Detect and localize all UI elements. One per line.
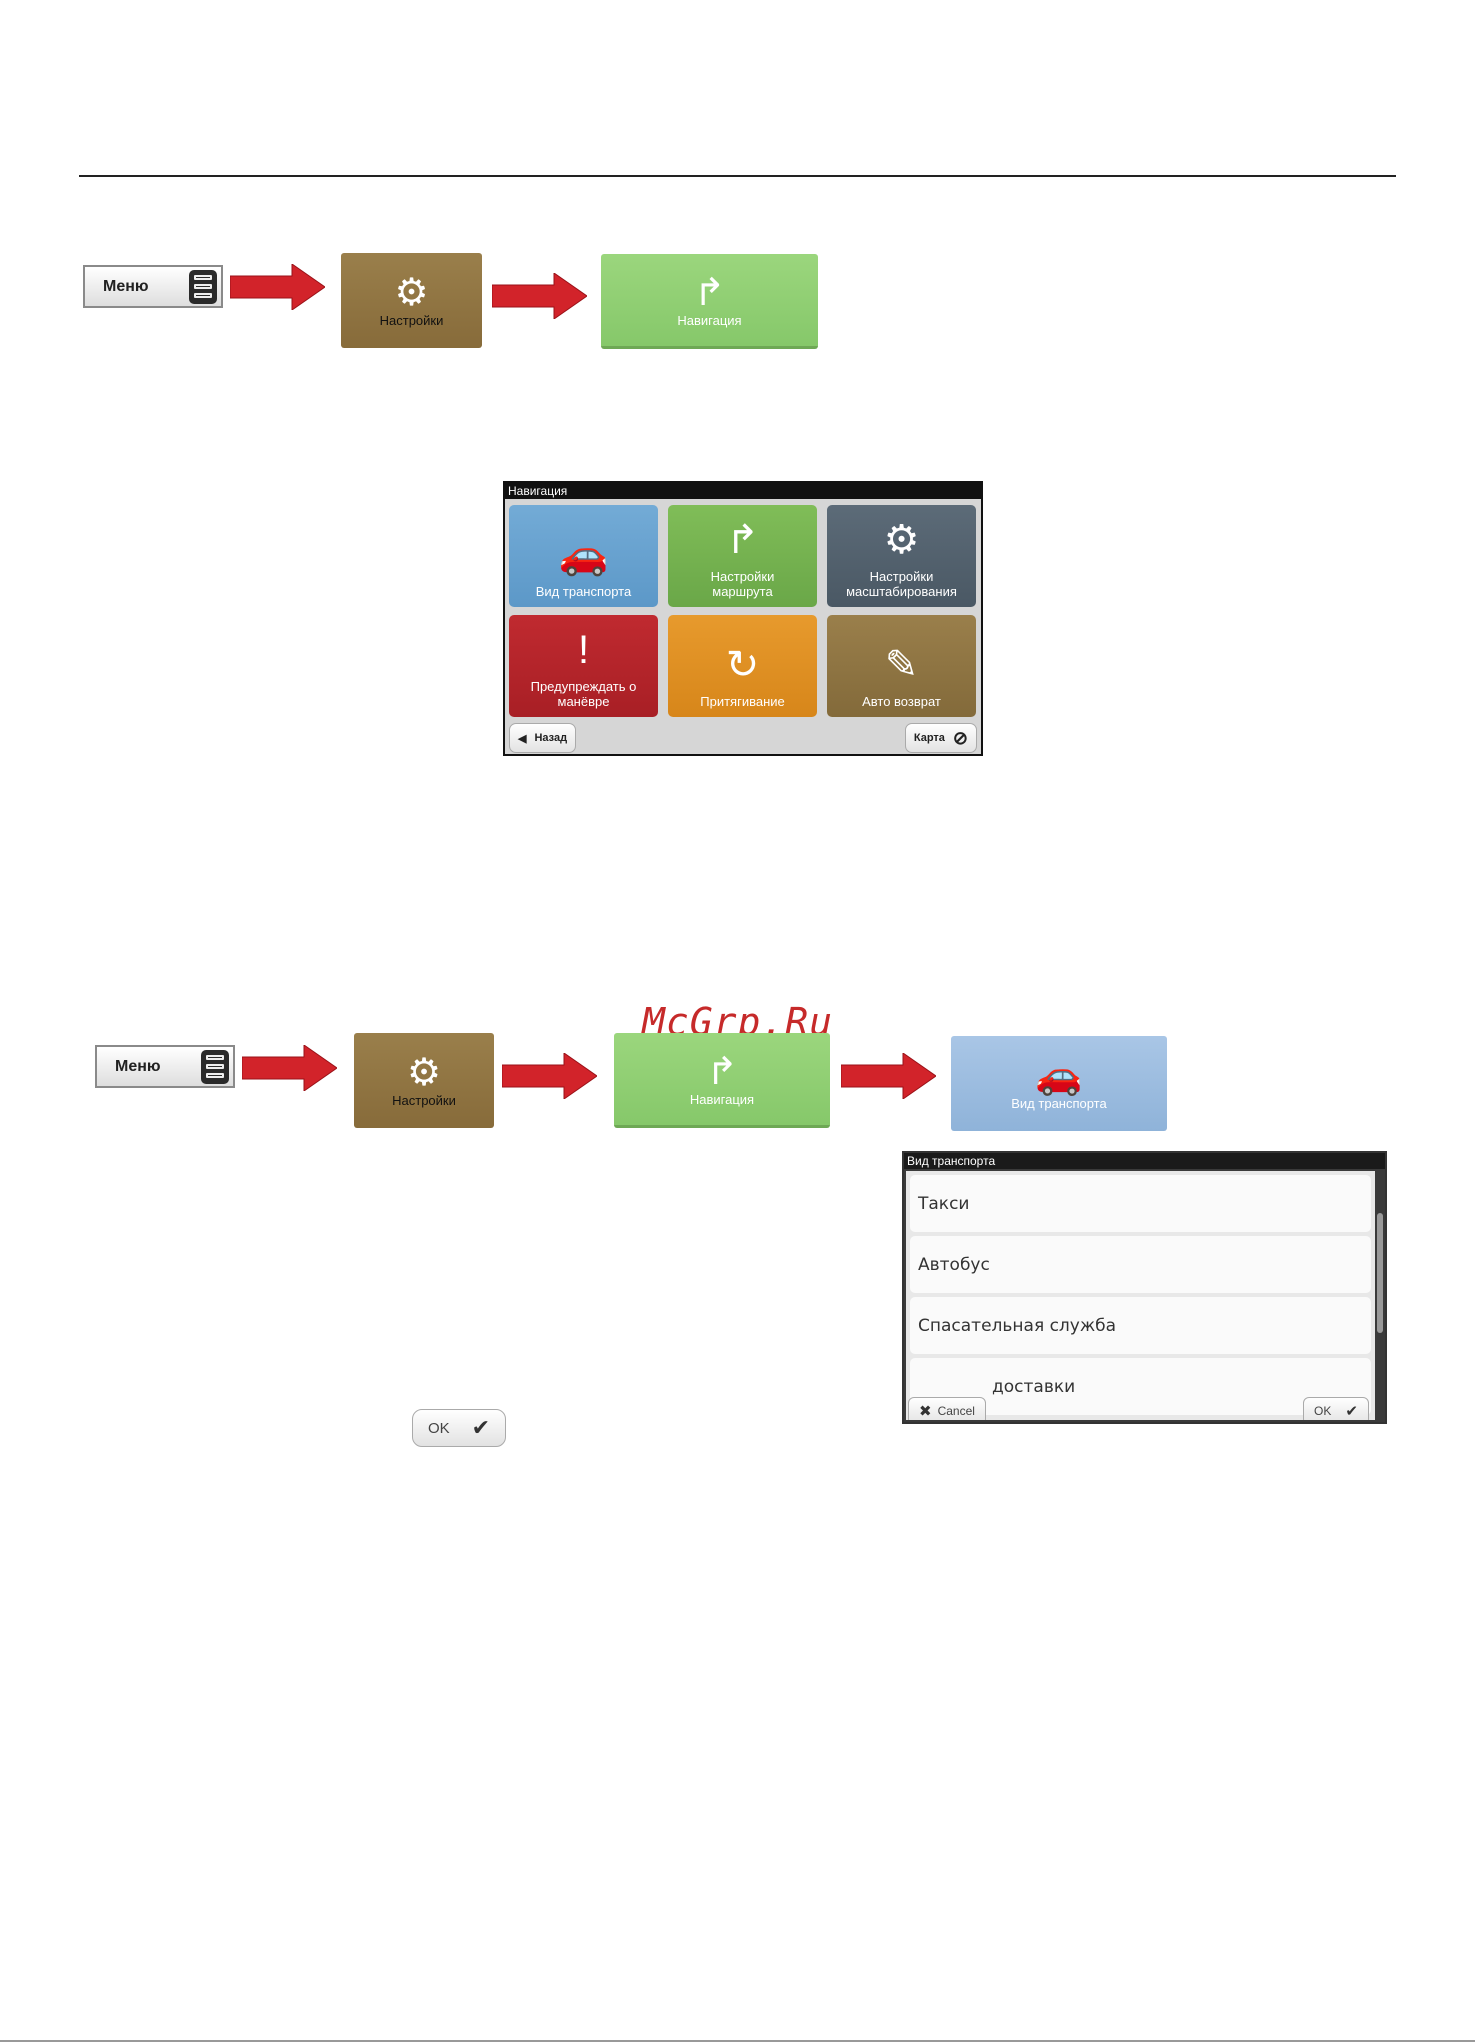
menu-button[interactable]: Меню [83, 265, 223, 308]
tile-auto-return[interactable]: ✎ Авто возврат [827, 615, 976, 717]
map-icon: ⊘ [952, 727, 968, 748]
navigation-tile-label: Навигация [677, 312, 742, 328]
back-button[interactable]: ◀ Назад [509, 723, 577, 753]
arrow-right-icon [492, 273, 587, 319]
navigation-tile[interactable]: ↱ Навигация [601, 254, 818, 349]
list-icon [201, 1049, 229, 1084]
menu-button-label: Меню [115, 1057, 161, 1075]
tile-label: Вид транспорта [535, 584, 632, 599]
window-title: Вид транспорта [904, 1153, 1385, 1169]
chevron-left-icon: ◀ [518, 732, 527, 745]
list-item-label: доставки [992, 1376, 1076, 1397]
navigation-tile-label: Навигация [689, 1091, 755, 1107]
menu-button[interactable]: Меню [95, 1045, 235, 1088]
tile-zoom-settings[interactable]: ⚙ Настройки масштабирования [827, 505, 976, 607]
zoom-settings-icon: ⚙ [883, 518, 920, 562]
transport-list[interactable]: Такси Автобус Спасательная служба достав… [906, 1171, 1375, 1420]
transport-type-window: Вид транспорта Такси Автобус Спасательна… [902, 1151, 1387, 1424]
car-icon: 🚗 [1035, 1055, 1083, 1097]
tile-snap[interactable]: ↻ Притягивание [668, 615, 817, 717]
snap-icon: ↻ [725, 643, 760, 687]
settings-tile[interactable]: ⚙ Настройки [354, 1033, 494, 1128]
gear-icon: ⚙ [406, 1052, 442, 1094]
auto-return-icon: ✎ [884, 643, 919, 687]
ok-button[interactable]: OK ✔ [412, 1409, 506, 1447]
close-icon: ✖ [919, 1403, 932, 1420]
map-button[interactable]: Карта ⊘ [904, 723, 977, 753]
car-icon: 🚗 [558, 533, 609, 577]
tile-label: Предупреждать о манёвре [530, 679, 637, 709]
transport-type-tile[interactable]: 🚗 Вид транспорта [951, 1036, 1167, 1131]
settings-tile-label: Настройки [379, 313, 444, 328]
tile-maneuver-warning[interactable]: ! Предупреждать о манёвре [509, 615, 658, 717]
tile-route-settings[interactable]: ↱ Настройки маршрута [668, 505, 817, 607]
settings-tile-label: Настройки [392, 1093, 456, 1108]
back-label: Назад [534, 732, 568, 744]
arrow-right-icon [230, 264, 325, 310]
gear-icon: ⚙ [394, 272, 429, 314]
tile-label: Авто возврат [862, 694, 941, 709]
route-settings-icon: ↱ [725, 518, 760, 562]
window-title: Навигация [505, 483, 981, 499]
arrow-right-icon [242, 1045, 337, 1091]
maneuver-warning-icon: ! [577, 628, 590, 672]
settings-tile[interactable]: ⚙ Настройки [341, 253, 482, 348]
tile-transport-type[interactable]: 🚗 Вид транспорта [509, 505, 658, 607]
cancel-button[interactable]: ✖ Cancel [908, 1397, 986, 1420]
list-icon [189, 269, 217, 304]
tile-label: Притягивание [700, 694, 785, 709]
list-item[interactable]: Спасательная служба [910, 1297, 1371, 1354]
navigation-window: Навигация 🚗 Вид транспорта ↱ Настройки м… [503, 481, 983, 756]
cancel-label: Cancel [937, 1404, 975, 1418]
menu-button-label: Меню [103, 277, 149, 295]
list-item[interactable]: Автобус [910, 1236, 1371, 1293]
tile-label: Настройки масштабирования [846, 569, 957, 599]
map-label: Карта [913, 732, 945, 744]
transport-tile-label: Вид транспорта [1011, 1096, 1107, 1111]
ok-button[interactable]: OK ✔ [1303, 1397, 1369, 1420]
list-item[interactable]: доставки [910, 1358, 1371, 1415]
arrow-right-icon [841, 1053, 936, 1099]
checkmark-icon: ✔ [471, 1415, 491, 1440]
arrow-right-icon [502, 1053, 597, 1099]
bottom-rule [0, 2040, 1475, 2042]
ok-label: OK [427, 1419, 450, 1437]
tile-label: Настройки маршрута [710, 569, 775, 599]
navigation-tile[interactable]: ↱ Навигация [614, 1033, 830, 1128]
top-rule [79, 175, 1396, 177]
route-icon: ↱ [706, 1050, 738, 1093]
ok-label: OK [1314, 1404, 1332, 1418]
checkmark-icon: ✔ [1345, 1403, 1358, 1420]
list-item[interactable]: Такси [910, 1175, 1371, 1232]
route-icon: ↱ [693, 271, 726, 314]
scrollbar[interactable] [1377, 1213, 1383, 1333]
